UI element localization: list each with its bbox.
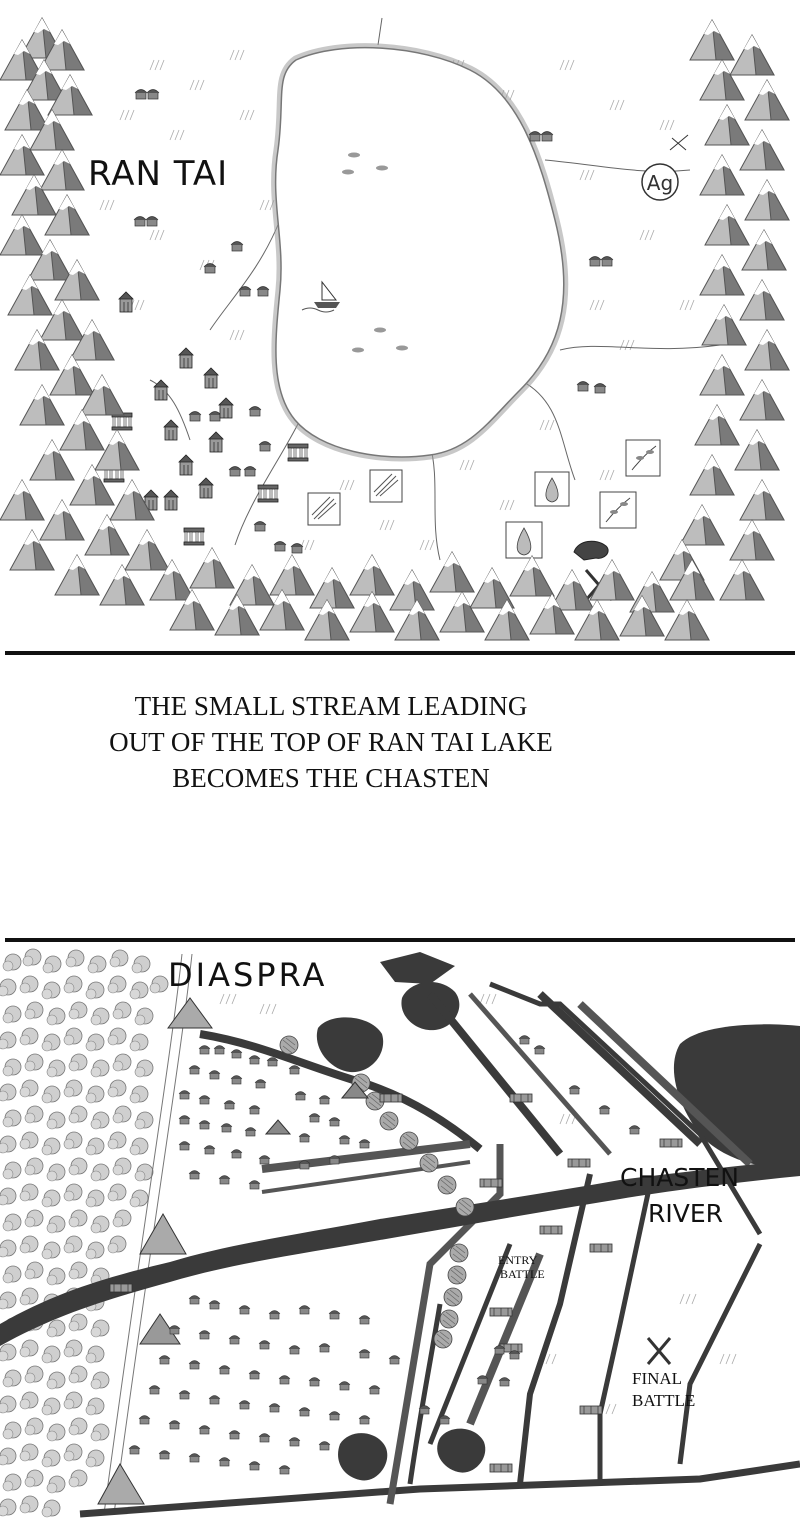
mountains-south (149, 547, 715, 641)
ran-tai-map-drawing: Ag RAN (0, 17, 790, 641)
pear-icon (534, 471, 570, 507)
pyramids (97, 997, 370, 1505)
silver-deposit-label: Ag (647, 171, 673, 195)
olive-branch-icon (599, 491, 637, 529)
forest (0, 948, 169, 1518)
ran-tai-map: Ag RAN (0, 0, 800, 648)
diaspra-map: DIASPRA CHASTEN RIVER ENTRY BATTLE FINAL… (0, 944, 800, 1523)
towers (279, 1035, 475, 1349)
pear-icon (505, 521, 543, 559)
section-divider (5, 651, 795, 655)
dark-hills (316, 952, 486, 1481)
ran-tai-lake (271, 43, 569, 462)
caption-line: THE SMALL STREAM LEADING (134, 691, 528, 721)
wheat-icon (369, 469, 403, 503)
wheat-icon (307, 492, 341, 526)
final-battle-label: BATTLE (632, 1391, 695, 1410)
ran-tai-label: RAN TAI (88, 154, 228, 194)
final-battle-label: FINAL (632, 1369, 682, 1388)
mountains-east (659, 19, 790, 601)
diaspra-map-drawing: DIASPRA CHASTEN RIVER ENTRY BATTLE FINAL… (0, 948, 800, 1518)
chasten-river-label: CHASTEN (620, 1163, 739, 1192)
mountains-west (0, 17, 170, 606)
chasten-river-label: RIVER (648, 1199, 723, 1228)
bull-icon (573, 540, 609, 561)
crossed-swords-icon (646, 1337, 672, 1365)
caption: THE SMALL STREAM LEADING OUT OF THE TOP … (0, 688, 662, 796)
section-divider (5, 938, 795, 942)
caption-line: BECOMES THE CHASTEN (172, 763, 490, 793)
resource-icons: Ag (307, 134, 689, 601)
olive-branch-icon (625, 439, 661, 477)
diaspra-label: DIASPRA (168, 956, 327, 994)
lake-fish (342, 152, 408, 353)
chasten-river (0, 1159, 800, 1346)
entry-battle-label: BATTLE (500, 1267, 545, 1281)
silver-deposit-icon: Ag (641, 134, 689, 201)
sailboat-icon (301, 280, 340, 313)
caption-line: OUT OF THE TOP OF RAN TAI LAKE (109, 727, 553, 757)
entry-battle-label: ENTRY (498, 1253, 538, 1267)
dark-lake (673, 1024, 800, 1168)
